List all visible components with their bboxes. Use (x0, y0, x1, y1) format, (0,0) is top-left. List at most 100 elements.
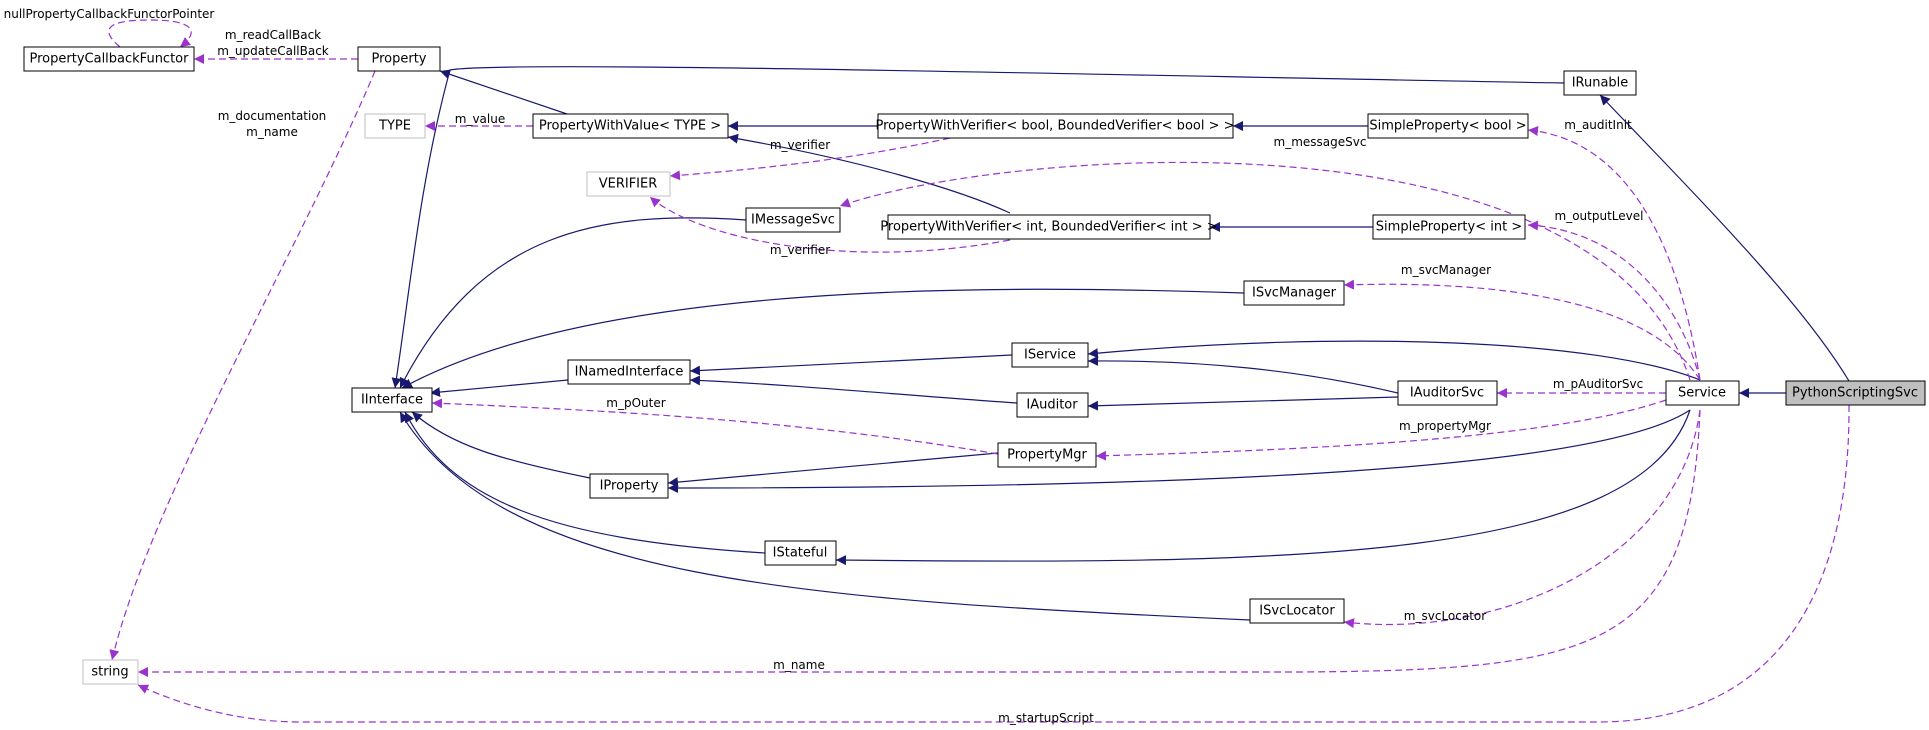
node-simple-property-bool[interactable]: SimpleProperty< bool > (1367, 113, 1529, 139)
node-label: PropertyMgr (1007, 448, 1087, 463)
label-null-callback-pointer: nullPropertyCallbackFunctorPointer (4, 7, 215, 21)
edge-labels: nullPropertyCallbackFunctorPointer m_rea… (4, 7, 1644, 725)
node-iauditor-svc[interactable]: IAuditorSvc (1397, 380, 1498, 406)
node-irunable[interactable]: IRunable (1563, 70, 1637, 96)
node-inamed-interface[interactable]: INamedInterface (567, 359, 691, 385)
edge-service-isvclocator (1343, 409, 1701, 629)
node-label: string (91, 665, 128, 680)
node-label: IMessageSvc (751, 213, 835, 228)
node-label: SimpleProperty< bool > (1369, 119, 1526, 134)
node-label: IRunable (1572, 76, 1629, 91)
node-istateful[interactable]: IStateful (764, 540, 837, 566)
node-property-callback-functor[interactable]: PropertyCallbackFunctor (23, 46, 195, 72)
node-label: IAuditor (1026, 398, 1078, 413)
node-python-scripting-svc[interactable]: PythonScriptingSvc (1785, 380, 1926, 406)
node-verifier[interactable]: VERIFIER (586, 171, 671, 197)
node-label: PropertyWithVerifier< bool, BoundedVerif… (875, 119, 1234, 134)
node-string[interactable]: string (82, 659, 139, 685)
label-m-svclocator: m_svcLocator (1404, 609, 1486, 623)
node-label: IService (1024, 348, 1076, 363)
edge-service-imessagesvc (839, 161, 1691, 381)
node-simple-property-int[interactable]: SimpleProperty< int > (1372, 214, 1526, 240)
node-property-with-verifier-int[interactable]: PropertyWithVerifier< int, BoundedVerifi… (880, 214, 1218, 240)
edge-iauditorsvc-iservice (1087, 355, 1399, 394)
edge-iauditor-inamedinterface (689, 375, 1018, 404)
label-m-documentation: m_documentation (218, 109, 327, 123)
edge-isvcmanager-iinterface (401, 288, 1245, 389)
node-service[interactable]: Service (1665, 380, 1740, 406)
node-label: VERIFIER (599, 177, 658, 192)
edge-service-iservice (1087, 340, 1701, 381)
edge-imessagesvc-iinterface (399, 217, 747, 389)
label-m-auditinit: m_auditInit (1564, 118, 1632, 132)
node-label: Service (1678, 386, 1726, 401)
label-m-value: m_value (455, 112, 505, 126)
node-label: PropertyWithVerifier< int, BoundedVerifi… (880, 220, 1217, 235)
node-property-mgr[interactable]: PropertyMgr (997, 442, 1097, 468)
label-m-readcallback: m_readCallBack (225, 28, 321, 42)
edge-service-iproperty (667, 409, 1691, 493)
edge-pythonscriptingsvc-string (137, 404, 1850, 723)
node-label: TYPE (378, 119, 411, 134)
edge-service-simpleproperty-int (1527, 220, 1701, 381)
node-label: PythonScriptingSvc (1792, 386, 1918, 401)
edge-isvclocator-iinterface (399, 411, 1251, 621)
node-label: SimpleProperty< int > (1376, 220, 1522, 235)
label-m-messagesvc: m_messageSvc (1274, 135, 1367, 149)
node-property-with-value[interactable]: PropertyWithValue< TYPE > (532, 113, 729, 139)
label-m-propertymgr: m_propertyMgr (1399, 419, 1491, 433)
edge-pythonscriptingsvc-irunable (1599, 94, 1850, 382)
edge-inamedinterface-iinterface (429, 379, 569, 398)
label-m-pouter: m_pOuter (606, 396, 665, 410)
node-label: PropertyCallbackFunctor (30, 52, 190, 67)
edge-istateful-iinterface (404, 411, 766, 554)
node-property-with-verifier-bool[interactable]: PropertyWithVerifier< bool, BoundedVerif… (875, 113, 1235, 139)
edge-pwvalue-property (439, 69, 571, 116)
label-m-pauditorsvc: m_pAuditorSvc (1553, 377, 1643, 391)
label-m-svcmanager: m_svcManager (1401, 263, 1491, 277)
node-type[interactable]: TYPE (364, 113, 426, 139)
node-label: IAuditorSvc (1410, 386, 1484, 401)
edge-irunable-iinterface (391, 66, 1565, 389)
label-m-verifier-2: m_verifier (770, 243, 830, 257)
inheritance-edges (391, 66, 1850, 621)
edge-pwverifier-int-verifier (649, 196, 1011, 253)
node-label: ISvcLocator (1259, 604, 1335, 619)
edge-iproperty-iinterface (411, 411, 591, 479)
node-isvc-locator[interactable]: ISvcLocator (1249, 598, 1345, 624)
edge-pwverifier-int-pwvalue (727, 133, 1011, 214)
node-label: IProperty (600, 479, 659, 494)
label-m-name-property: m_name (246, 125, 298, 139)
node-label: PropertyWithValue< TYPE > (539, 119, 721, 134)
usage-edges (108, 19, 1850, 723)
edge-iauditorsvc-iauditor (1087, 396, 1399, 411)
label-m-outputlevel: m_outputLevel (1555, 209, 1644, 223)
node-iinterface[interactable]: IInterface (351, 387, 433, 413)
edge-propertymgr-iinterface (431, 398, 999, 455)
node-iservice[interactable]: IService (1011, 342, 1089, 368)
node-isvc-manager[interactable]: ISvcManager (1243, 280, 1345, 306)
node-label: ISvcManager (1252, 286, 1337, 301)
edge-null-callback-pointer (108, 19, 192, 48)
edge-iservice-inamedinterface (689, 354, 1013, 376)
node-label: IInterface (361, 393, 423, 408)
node-label: Property (371, 52, 426, 67)
edge-propertymgr-iproperty (667, 452, 999, 488)
label-m-verifier-1: m_verifier (770, 138, 830, 152)
label-m-startupscript: m_startupScript (998, 711, 1094, 725)
nodes: PythonScriptingSvc Service IRunable Simp… (23, 46, 1926, 685)
node-label: IStateful (773, 546, 828, 561)
edge-service-simpleproperty-bool (1527, 126, 1701, 381)
node-label: INamedInterface (575, 365, 684, 380)
edge-service-propertymgr (1095, 399, 1667, 461)
edge-pwverifier-bool-verifier (669, 137, 951, 181)
label-m-name-string: m_name (773, 658, 825, 672)
edge-service-istateful (835, 409, 1691, 566)
edge-service-string-name (138, 409, 1701, 677)
edge-property-string (109, 70, 376, 661)
node-imessage-svc[interactable]: IMessageSvc (745, 207, 841, 233)
node-iproperty[interactable]: IProperty (589, 473, 669, 499)
node-iauditor[interactable]: IAuditor (1016, 392, 1089, 418)
node-property[interactable]: Property (357, 46, 441, 72)
